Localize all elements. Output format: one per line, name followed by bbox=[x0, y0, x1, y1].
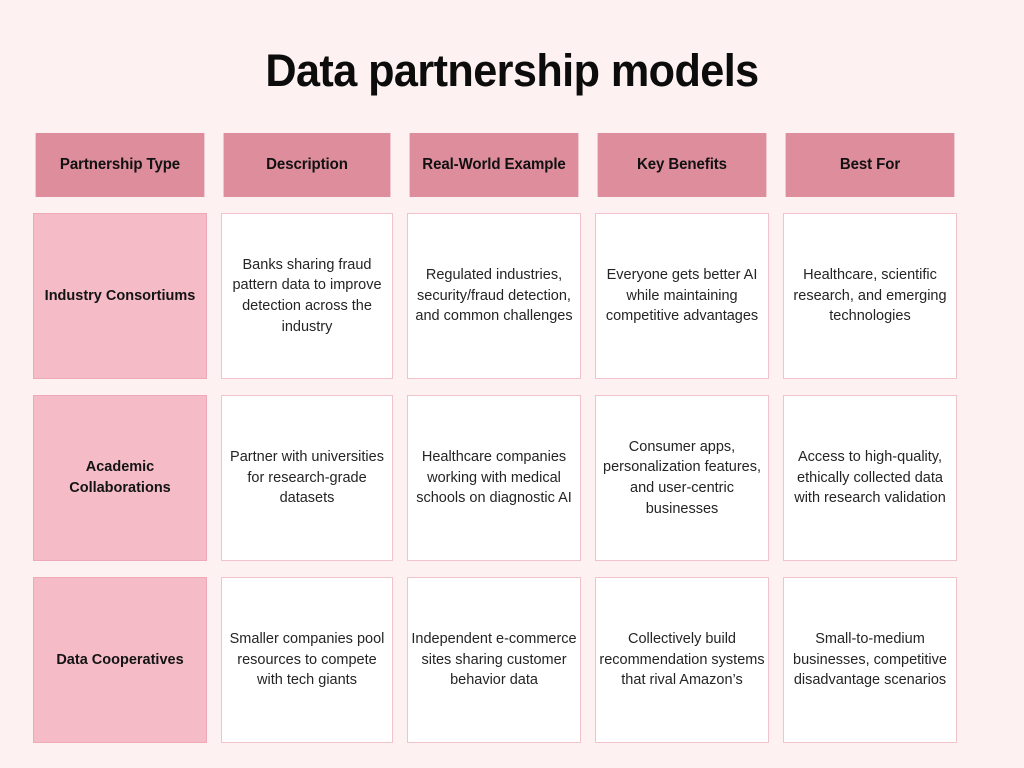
row-header-cell: Academic Collaborations bbox=[33, 395, 207, 561]
cell-description: Partner with universities for research-g… bbox=[221, 395, 393, 561]
cell-text: Healthcare companies working with medica… bbox=[416, 449, 572, 507]
comparison-table: Partnership Type Description Real-World … bbox=[33, 133, 959, 743]
cell-real-world-example: Regulated industries, security/fraud det… bbox=[407, 213, 581, 379]
cell-best-for: Access to high-quality, ethically collec… bbox=[783, 395, 957, 561]
table-row: Industry Consortiums Banks sharing fraud… bbox=[33, 213, 959, 379]
cell-best-for: Healthcare, scientific research, and eme… bbox=[783, 213, 957, 379]
column-header-label: Partnership Type bbox=[59, 155, 181, 173]
cell-key-benefits: Collectively build recommendation system… bbox=[595, 577, 769, 743]
column-header-label: Description bbox=[266, 155, 348, 173]
column-header-key-benefits: Key Benefits bbox=[597, 133, 767, 197]
column-header-label: Real-World Example bbox=[422, 155, 566, 173]
cell-text: Regulated industries, security/fraud det… bbox=[415, 267, 573, 325]
page-title: Data partnership models bbox=[265, 45, 759, 96]
table-row: Academic Collaborations Partner with uni… bbox=[33, 395, 959, 561]
cell-text: Collectively build recommendation system… bbox=[599, 631, 765, 689]
cell-text: Independent e-commerce sites sharing cus… bbox=[411, 631, 577, 689]
cell-text: Everyone gets better AI while maintainin… bbox=[605, 267, 759, 325]
row-header-label: Data Cooperatives bbox=[56, 651, 184, 668]
cell-text: Consumer apps, personalization features,… bbox=[603, 438, 761, 517]
column-header-description: Description bbox=[223, 133, 391, 197]
cell-text: Healthcare, scientific research, and eme… bbox=[793, 267, 947, 325]
row-header-cell: Industry Consortiums bbox=[33, 213, 207, 379]
row-header-label: Industry Consortiums bbox=[44, 287, 196, 304]
column-header-real-world-example: Real-World Example bbox=[409, 133, 579, 197]
cell-best-for: Small-to-medium businesses, competitive … bbox=[783, 577, 957, 743]
row-header-cell: Data Cooperatives bbox=[33, 577, 207, 743]
cell-text: Banks sharing fraud pattern data to impr… bbox=[232, 256, 382, 335]
table-header-row: Partnership Type Description Real-World … bbox=[33, 133, 959, 197]
cell-text: Small-to-medium businesses, competitive … bbox=[793, 631, 947, 689]
cell-real-world-example: Healthcare companies working with medica… bbox=[407, 395, 581, 561]
column-header-label: Key Benefits bbox=[637, 155, 727, 173]
cell-description: Smaller companies pool resources to comp… bbox=[221, 577, 393, 743]
cell-text: Smaller companies pool resources to comp… bbox=[229, 631, 385, 689]
table-row: Data Cooperatives Smaller companies pool… bbox=[33, 577, 959, 743]
cell-text: Access to high-quality, ethically collec… bbox=[794, 449, 946, 507]
column-header-label: Best For bbox=[839, 155, 901, 173]
column-header-partnership-type: Partnership Type bbox=[35, 133, 205, 197]
cell-real-world-example: Independent e-commerce sites sharing cus… bbox=[407, 577, 581, 743]
cell-text: Partner with universities for research-g… bbox=[230, 449, 384, 507]
row-header-label: Academic Collaborations bbox=[69, 459, 171, 496]
cell-key-benefits: Consumer apps, personalization features,… bbox=[595, 395, 769, 561]
cell-key-benefits: Everyone gets better AI while maintainin… bbox=[595, 213, 769, 379]
column-header-best-for: Best For bbox=[785, 133, 955, 197]
cell-description: Banks sharing fraud pattern data to impr… bbox=[221, 213, 393, 379]
